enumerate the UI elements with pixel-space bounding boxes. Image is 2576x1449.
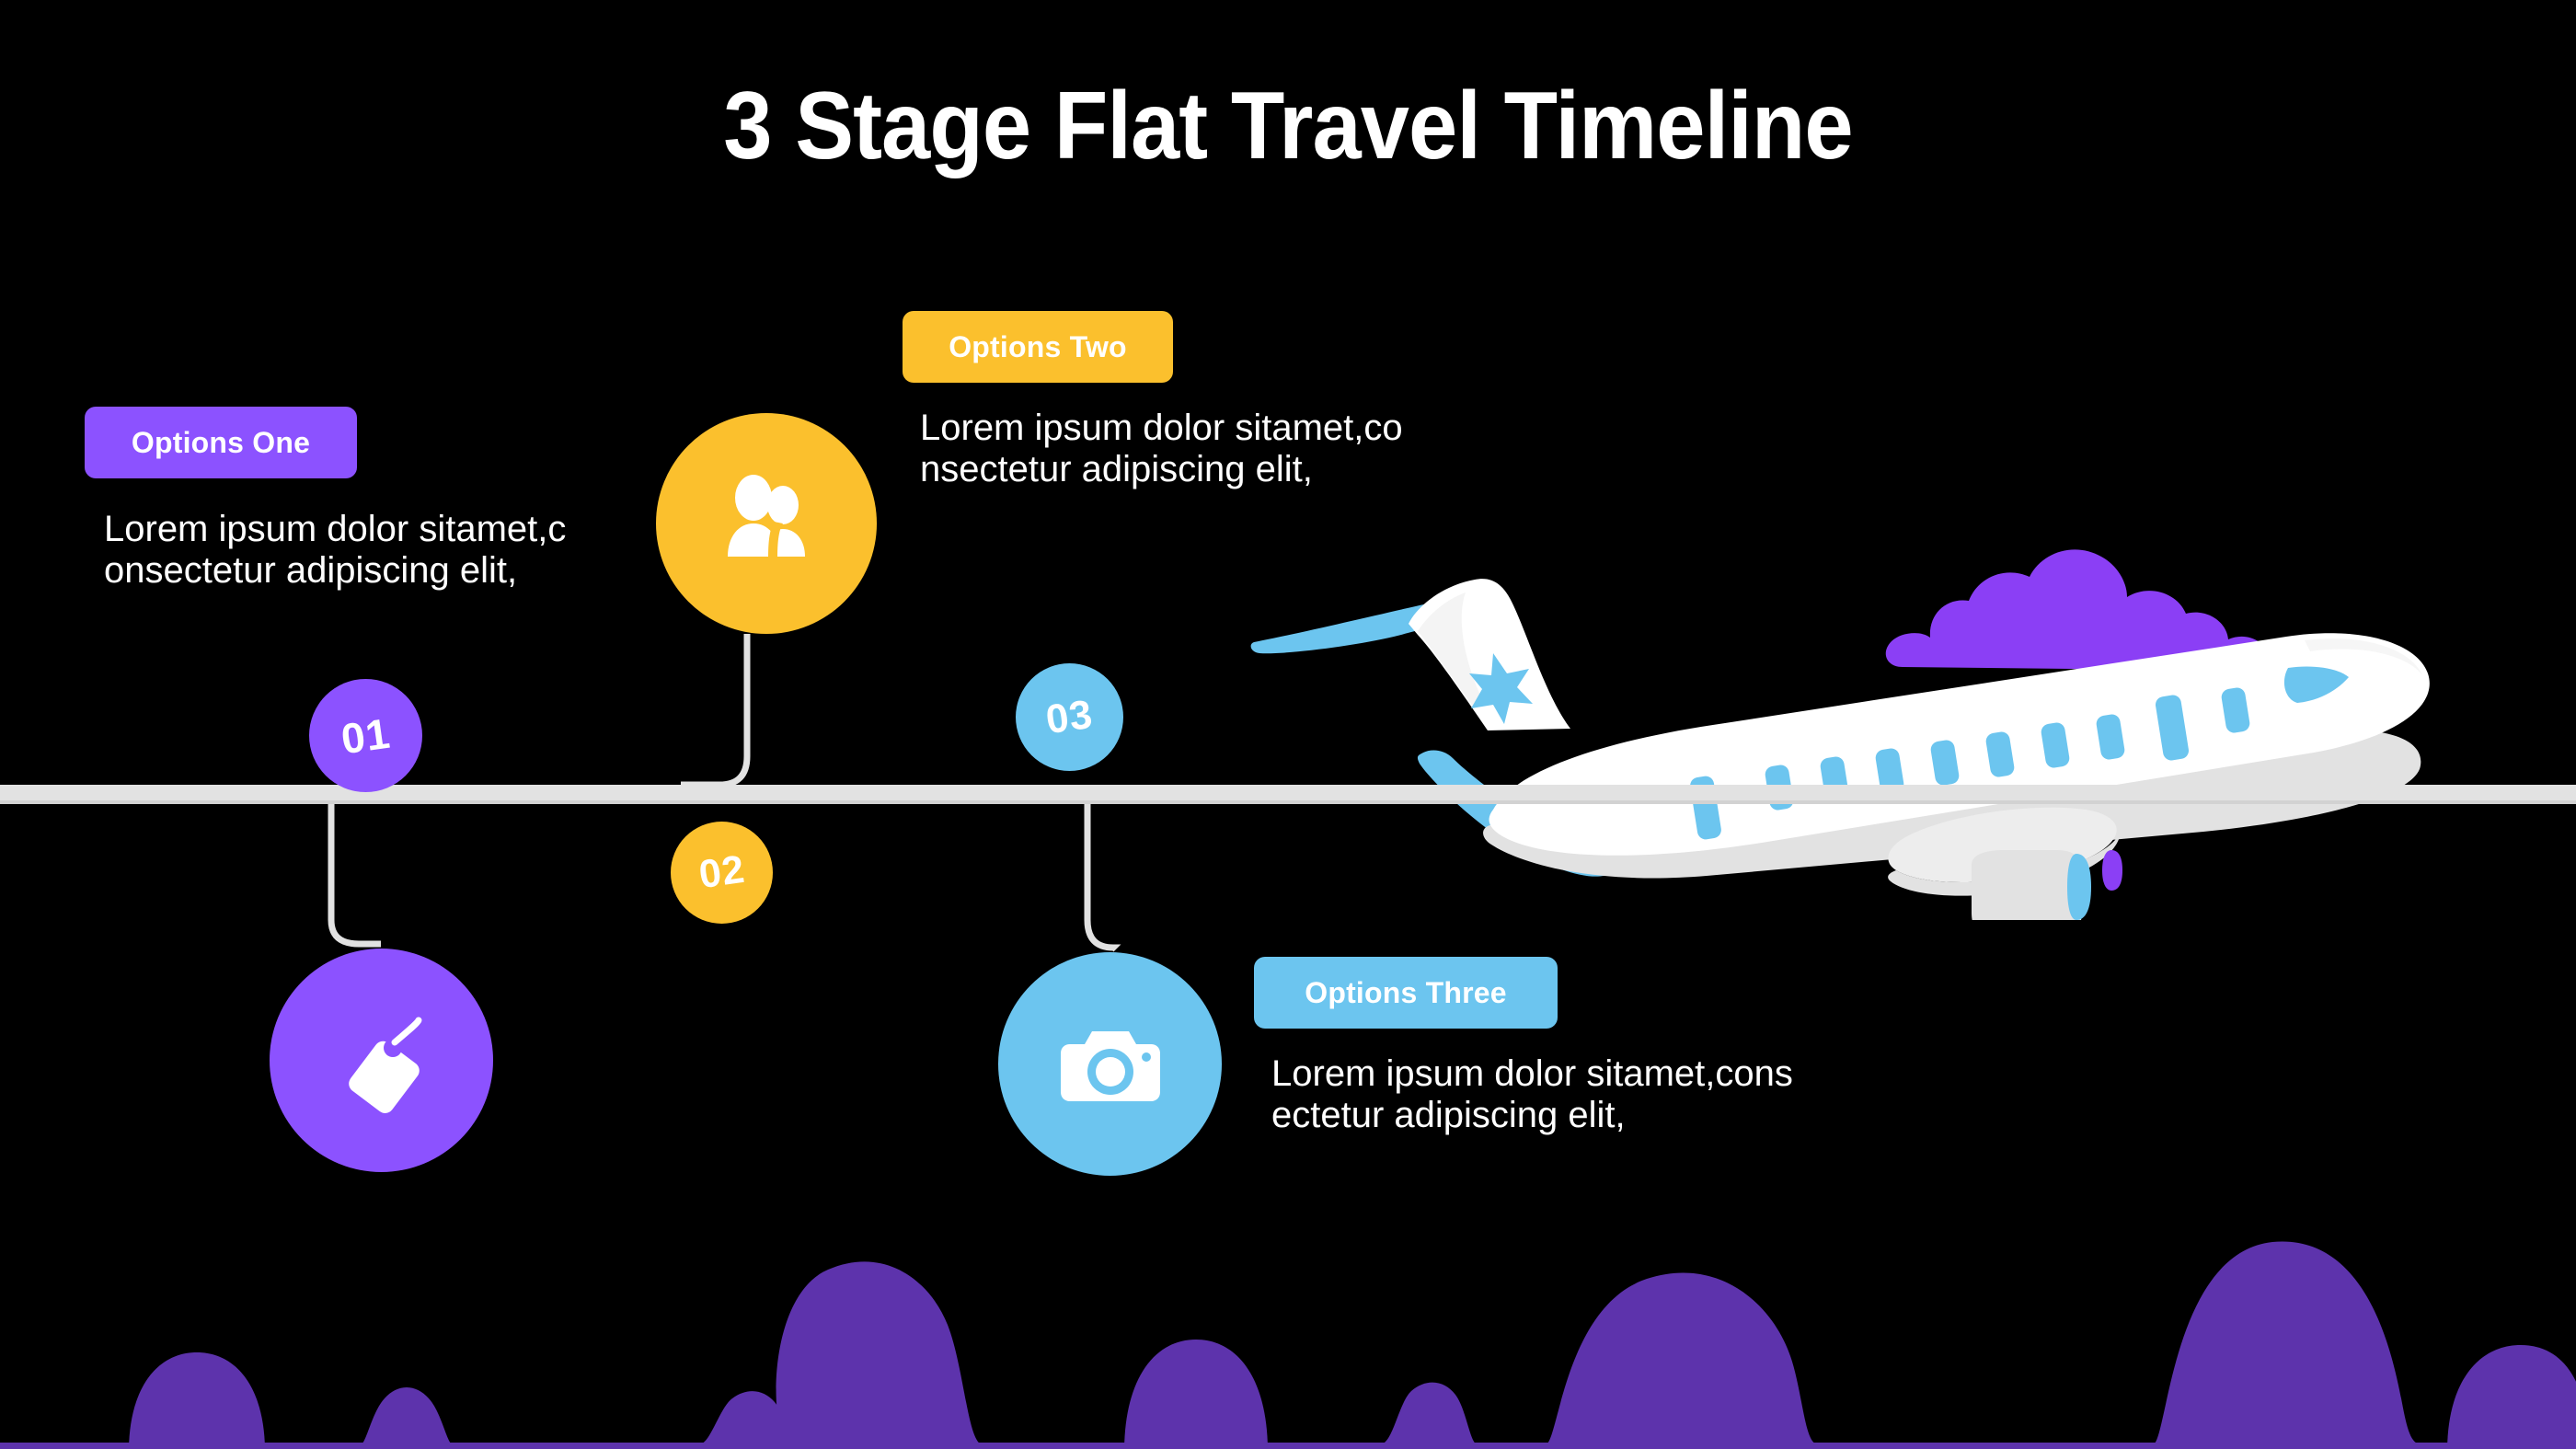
stage-icon-three[interactable] — [998, 952, 1222, 1176]
stage-number-three-label: 03 — [1042, 691, 1097, 742]
stage-badge-three-label: Options Three — [1305, 975, 1507, 1009]
price-tag-icon — [348, 1017, 421, 1113]
timeline-bar — [0, 785, 2576, 804]
page-title: 3 Stage Flat Travel Timeline — [723, 73, 1853, 179]
connector-stage-1 — [328, 804, 381, 948]
stage-number-one-label: 01 — [338, 708, 394, 763]
cloud-band-shape — [0, 1241, 2576, 1449]
stage-body-three: Lorem ipsum dolor sitamet,cons ectetur a… — [1271, 1053, 1793, 1135]
camera-icon — [1060, 1030, 1160, 1101]
stage-icon-two[interactable] — [656, 413, 877, 634]
stage-icon-one[interactable] — [270, 949, 493, 1172]
stage-number-two[interactable]: 02 — [671, 822, 773, 924]
stage-number-two-label: 02 — [696, 846, 748, 898]
connector-stage-2 — [681, 634, 751, 788]
stage-badge-one-label: Options One — [131, 425, 311, 459]
stage-badge-three[interactable]: Options Three — [1254, 957, 1558, 1029]
airplane-illustration — [1250, 579, 2430, 920]
stage-body-one: Lorem ipsum dolor sitamet,c onsectetur a… — [104, 509, 567, 591]
stage-number-three[interactable]: 03 — [1016, 663, 1123, 771]
connector-stage-3 — [1084, 804, 1121, 952]
users-icon — [728, 475, 805, 557]
stage-body-two: Lorem ipsum dolor sitamet,co nsectetur a… — [920, 408, 1403, 489]
cloud-shape — [1885, 549, 2271, 673]
stage-badge-two-label: Options Two — [949, 329, 1127, 363]
stage-number-one[interactable]: 01 — [309, 679, 422, 792]
stage-badge-one[interactable]: Options One — [85, 407, 357, 478]
stage-badge-two[interactable]: Options Two — [903, 311, 1173, 383]
